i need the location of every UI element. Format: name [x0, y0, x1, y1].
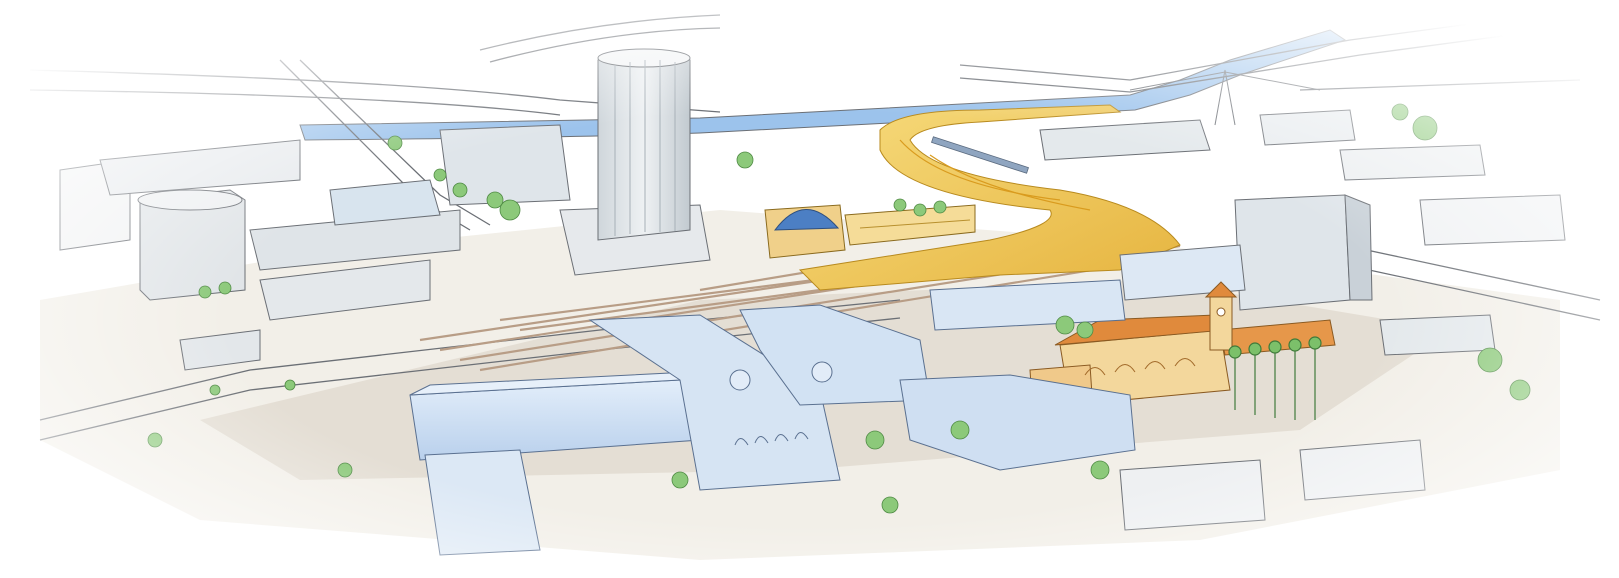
- aerial-city-illustration: [0, 0, 1619, 578]
- illustration-canvas: [0, 0, 1619, 578]
- vignette: [0, 0, 1619, 578]
